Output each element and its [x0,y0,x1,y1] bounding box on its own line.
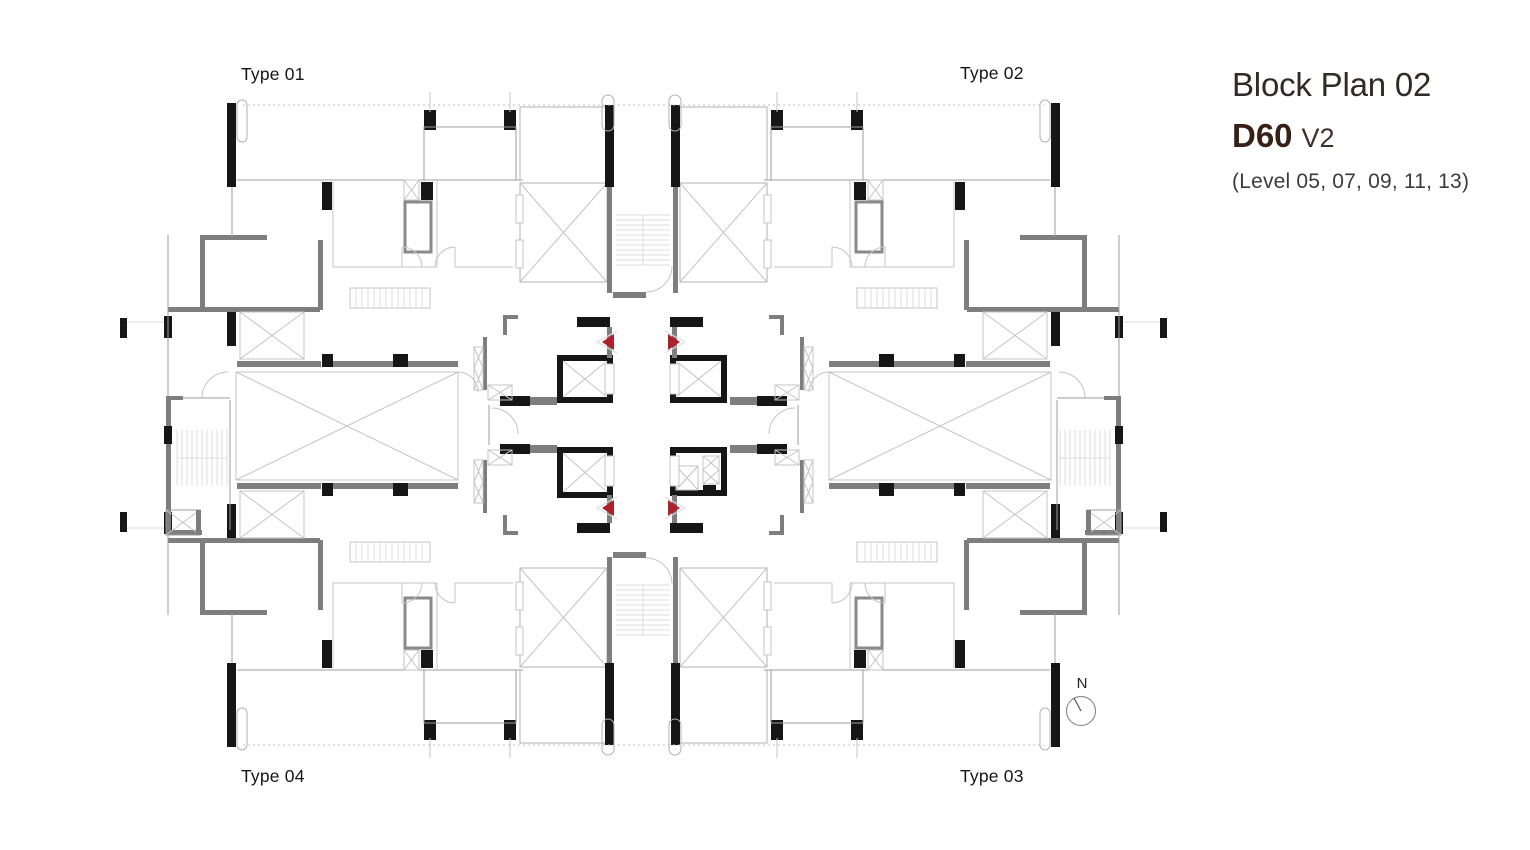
central-shaft-bottom [601,551,682,756]
unit-version: V2 [1301,122,1335,153]
levels-note: (Level 05, 07, 09, 11, 13) [1232,169,1470,193]
side-stairwell-and-hall [164,371,519,536]
quadrant-bottom-left [118,442,609,760]
unit-label-type-04: Type 04 [241,766,305,786]
quadrant-top-right [678,90,1169,408]
central-shaft [601,94,682,298]
title-block: Block Plan 02 D60 V2 (Level 05, 07, 09, … [1232,66,1470,194]
quadrant-bottom-right [678,442,1169,760]
north-label: N [1076,675,1088,692]
unit-label-type-03: Type 03 [960,766,1024,786]
north-arrow-icon [1065,695,1097,727]
quadrant-top-left [120,92,608,406]
side-stairwell-right [768,371,1124,536]
page-title: Block Plan 02 [1232,66,1432,103]
elevator-direction-triangle-icon [602,334,680,516]
unit-code: D60 [1232,116,1293,154]
unit-label-type-02: Type 02 [960,63,1024,83]
unit-label-type-01: Type 01 [241,64,305,84]
elevator-core [557,317,727,533]
boundary-dotted-lines [243,104,1044,746]
